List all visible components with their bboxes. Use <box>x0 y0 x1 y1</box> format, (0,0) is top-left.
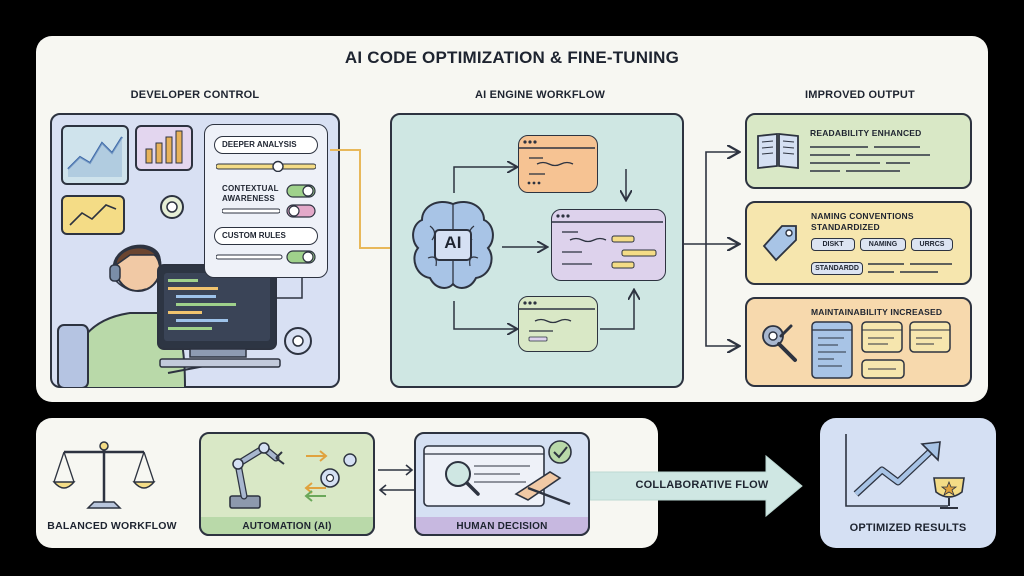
tools-icon <box>757 320 801 364</box>
maintainability-windows <box>810 320 960 382</box>
balance-scale-icon <box>52 438 156 514</box>
automation-label-bar <box>199 517 375 536</box>
naming-chip-1: DISKT <box>811 238 855 251</box>
developer-illustration <box>50 113 340 388</box>
section-engine-title: AI ENGINE WORKFLOW <box>474 89 606 101</box>
section-output-title: IMPROVED OUTPUT <box>805 89 915 101</box>
contextual-awareness-label: CONTEXTUAL AWARENESS <box>222 184 279 204</box>
custom-rules-option[interactable]: CUSTOM RULES <box>214 227 318 245</box>
code-window-bottom <box>518 296 598 352</box>
growth-chart-icon <box>838 430 988 516</box>
results-panel <box>820 418 996 548</box>
page-title: AI CODE OPTIMIZATION & FINE-TUNING <box>344 48 680 67</box>
contextual-slider[interactable] <box>222 206 280 216</box>
tag-icon <box>758 220 802 264</box>
engine-to-output-arrows <box>684 140 746 360</box>
maintainability-label: MAINTAINABILITY INCREASED <box>811 307 943 317</box>
ai-brain-icon <box>408 196 498 296</box>
automation-human-arrows <box>374 460 418 500</box>
robot-arm-icon <box>206 438 370 514</box>
naming-line2: STANDARDIZED <box>811 222 880 232</box>
naming-chip-3: URRCS <box>911 238 953 251</box>
deeper-analysis-option[interactable]: DEEPER ANALYSIS <box>214 136 318 154</box>
engine-flow-lines <box>390 113 684 388</box>
custom-rules-toggle[interactable] <box>216 250 316 264</box>
human-decision-label: HUMAN DECISION <box>456 521 548 532</box>
code-window-center <box>551 209 666 281</box>
naming-label: NAMING CONVENTIONS STANDARDIZED <box>811 211 914 233</box>
naming-line1: NAMING CONVENTIONS <box>811 211 914 221</box>
automation-label: AUTOMATION (AI) <box>242 521 332 532</box>
contextual-line1: CONTEXTUAL <box>222 184 279 193</box>
book-icon <box>755 130 801 170</box>
developer-to-engine-connector <box>330 140 392 260</box>
naming-chip-4: STANDARDD <box>811 262 863 275</box>
readability-lines <box>810 143 960 178</box>
deeper-analysis-slider[interactable] <box>216 160 316 172</box>
ai-chip-label: AI <box>444 233 462 252</box>
human-label-bar <box>414 517 590 536</box>
contextual-toggle[interactable] <box>286 184 316 198</box>
code-window-top <box>518 135 598 193</box>
contextual-toggle-2[interactable] <box>286 204 316 218</box>
contextual-line2: AWARENESS <box>222 194 275 203</box>
human-decision-illustration <box>420 438 586 514</box>
naming-lines <box>868 260 958 276</box>
section-developer-title: DEVELOPER CONTROL <box>130 89 260 101</box>
readability-label: READABILITY ENHANCED <box>810 128 922 138</box>
collaborative-flow-label: COLLABORATIVE FLOW <box>635 479 769 491</box>
naming-chip-2: NAMING <box>860 238 906 251</box>
collaborative-flow-arrow <box>590 454 806 518</box>
optimized-results-label: OPTIMIZED RESULTS <box>849 522 967 534</box>
balanced-workflow-label: BALANCED WORKFLOW <box>47 520 177 532</box>
